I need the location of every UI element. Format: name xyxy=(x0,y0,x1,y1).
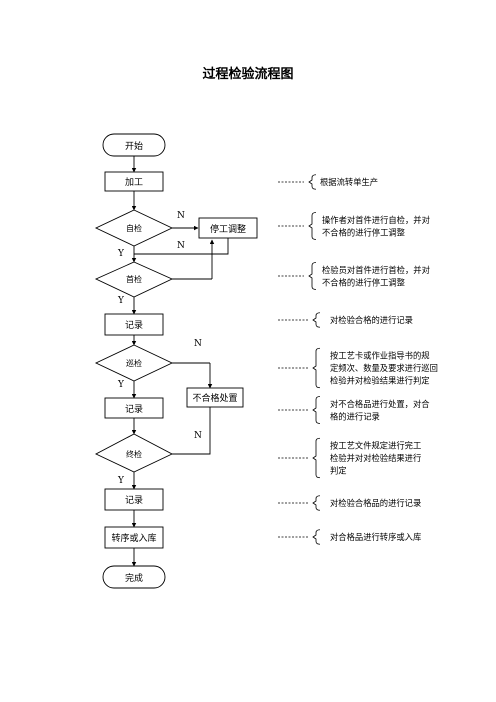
branch-label-n: N xyxy=(177,211,185,221)
note-brace xyxy=(312,529,321,545)
note-text: 检验并对检验结果进行判定 xyxy=(330,376,430,386)
note-brace xyxy=(308,174,317,190)
note-text: 定频次、数量及要求进行巡回 xyxy=(330,363,438,373)
note-text: 不合格的进行停工调整 xyxy=(322,277,405,287)
note-text: 操作者对首件进行自检，并对 xyxy=(322,215,430,225)
note-text: 不合格的进行停工调整 xyxy=(322,227,405,237)
note-text: 对检验合格品的进行记录 xyxy=(330,498,421,508)
note-text: 判定 xyxy=(330,466,347,476)
note-text: 对检验合格的进行记录 xyxy=(330,315,413,325)
note-brace xyxy=(312,495,321,511)
end-label: 完成 xyxy=(125,572,143,584)
record3-label: 记录 xyxy=(125,495,143,506)
self-check-label: 自检 xyxy=(126,223,142,233)
nonconform-label: 不合格处置 xyxy=(192,392,237,404)
patrol-check-decision xyxy=(94,344,174,382)
first-check-label: 首检 xyxy=(126,274,142,284)
start-terminal xyxy=(102,133,166,157)
note-brace xyxy=(312,347,321,389)
connectors xyxy=(131,156,229,567)
branch-label-y: Y xyxy=(117,296,125,306)
note-brace xyxy=(308,262,317,290)
branch-label-n: N xyxy=(177,241,185,251)
note-text: 检验并对对检验结果进行 xyxy=(330,453,421,463)
branch-label-n: N xyxy=(194,339,202,349)
final-check-label: 终检 xyxy=(126,449,142,459)
note-text: 按工艺文件规定进行完工 xyxy=(330,441,421,451)
self-check-decision xyxy=(94,209,174,247)
final-check-decision xyxy=(94,433,174,473)
note-text: 对合格品进行转序或入库 xyxy=(330,532,421,542)
transfer-box xyxy=(104,526,164,549)
record3-box xyxy=(104,488,164,511)
stop-adjust-label: 停工调整 xyxy=(210,223,246,235)
note-text: 对不合格品进行处置，对合 xyxy=(330,399,430,409)
note-brace xyxy=(308,212,317,240)
transfer-label: 转序或入库 xyxy=(111,532,156,544)
branch-label-y: Y xyxy=(117,380,125,390)
stop-adjust-box xyxy=(198,217,258,239)
branch-label-n: N xyxy=(194,431,202,441)
record1-label: 记录 xyxy=(125,320,143,331)
note-text: 检验员对首件进行首检，并对 xyxy=(322,265,430,275)
branch-label-y: Y xyxy=(117,476,125,486)
process-box xyxy=(104,171,164,192)
start-label: 开始 xyxy=(125,140,143,152)
note-text: 按工艺卡或作业指导书的规 xyxy=(330,351,430,361)
note-text: 格的进行记录 xyxy=(330,411,380,421)
process-label: 加工 xyxy=(125,177,143,188)
record1-box xyxy=(104,313,164,336)
note-brace xyxy=(312,312,321,328)
note-brace xyxy=(312,396,321,424)
note-text: 根据流转单生产 xyxy=(320,177,378,187)
record2-label: 记录 xyxy=(125,404,143,415)
end-terminal xyxy=(102,565,166,589)
annotation-notes: 根据流转单生产操作者对首件进行自检，并对不合格的进行停工调整检验员对首件进行首检… xyxy=(278,174,438,545)
note-brace xyxy=(312,437,321,479)
nonconform-box xyxy=(186,387,244,408)
page-title: 过程检验流程图 xyxy=(202,66,293,82)
record2-box xyxy=(104,397,164,419)
first-check-decision xyxy=(94,261,174,298)
patrol-check-label: 巡检 xyxy=(126,358,142,368)
branch-label-y: Y xyxy=(117,249,125,259)
